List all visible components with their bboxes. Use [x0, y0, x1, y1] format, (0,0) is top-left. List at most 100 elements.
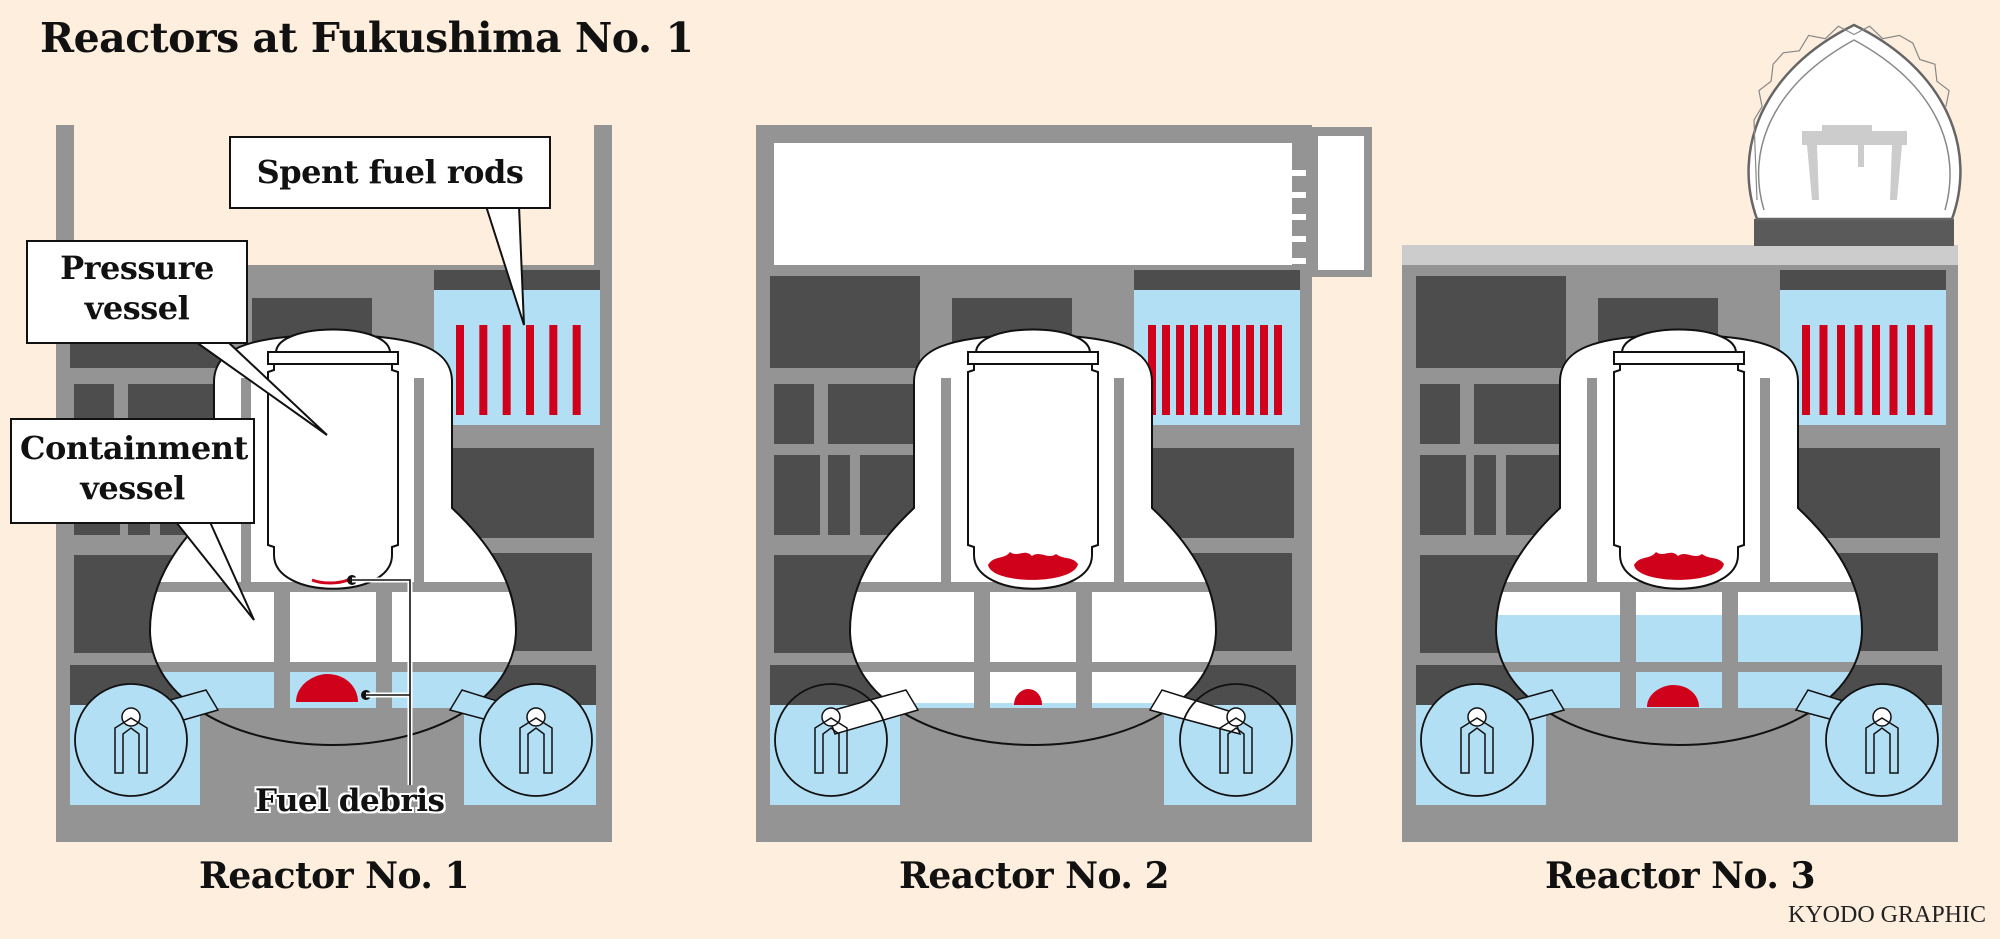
vent-header	[121, 707, 141, 727]
torus	[1179, 683, 1293, 797]
operating-floor	[774, 143, 1292, 265]
suppression-chamber-left	[774, 683, 920, 797]
vent-slot	[1290, 170, 1306, 176]
spent-fuel-rod	[1854, 325, 1863, 415]
floor-grating	[150, 662, 516, 672]
spent-fuel-rod	[1218, 325, 1226, 415]
shield-wall-right	[414, 378, 424, 588]
reactor-1-label: Reactor No. 1	[198, 855, 470, 897]
room	[1134, 448, 1294, 538]
spent-fuel-rod	[1190, 325, 1198, 415]
floor-grating	[1496, 662, 1862, 672]
downcomer	[519, 717, 553, 774]
vent-header	[1226, 707, 1246, 727]
room	[774, 384, 814, 444]
room	[860, 455, 920, 535]
room	[770, 276, 920, 368]
spent-fuel-rod	[1819, 325, 1828, 415]
room	[434, 448, 594, 538]
spent-fuel-rod	[1260, 325, 1268, 415]
pv-flange	[967, 351, 1099, 365]
pv-fuel-debris	[311, 578, 349, 585]
room	[828, 455, 850, 535]
frame-post-right	[594, 125, 612, 270]
frame-post-left	[56, 125, 74, 270]
pv-head	[275, 328, 391, 353]
callout-containment-vessel: Containment vessel	[10, 418, 255, 524]
vent-slot	[1290, 236, 1306, 242]
callout-tail-spent-fuel	[485, 205, 525, 326]
reactor-2	[756, 125, 1372, 842]
dome-base	[1754, 219, 1954, 246]
torus	[774, 683, 888, 797]
pv-fuel-debris	[988, 552, 1078, 580]
downcomer	[114, 717, 148, 774]
downcomer	[1460, 717, 1494, 774]
pv-head	[1621, 328, 1737, 353]
room	[1420, 455, 1466, 535]
side-structure-inner	[1318, 136, 1364, 270]
suppression-chamber-right	[1148, 683, 1293, 797]
spent-fuel-rod	[502, 325, 511, 415]
spent-fuel-rod	[1162, 325, 1170, 415]
downcomer	[1865, 717, 1899, 774]
vent-pipe	[1148, 689, 1242, 736]
room	[1416, 276, 1566, 368]
spent-fuel-rod	[1907, 325, 1915, 415]
vent-slot	[1290, 214, 1306, 220]
pressure-vessel	[967, 363, 1099, 590]
page-title: Reactors at Fukushima No. 1	[40, 14, 694, 62]
spent-fuel-rod	[1872, 325, 1880, 415]
shield-wall-right	[1760, 378, 1770, 588]
torus	[1825, 683, 1939, 797]
callout-spent-fuel-rods: Spent fuel rods	[229, 136, 551, 209]
room	[1474, 455, 1496, 535]
spent-fuel-rod	[479, 325, 488, 415]
callout-tail-containment-vessel	[175, 521, 255, 621]
downcomer	[814, 717, 848, 774]
vent-header	[1467, 707, 1487, 727]
roof-slab	[1402, 245, 1958, 265]
dome-truss	[1753, 25, 1950, 201]
callout-fuel-debris: Fuel debris	[255, 783, 445, 819]
spent-fuel-rod	[1889, 325, 1898, 415]
pv-flange	[1613, 351, 1745, 365]
pressure-vessel	[267, 363, 399, 590]
spent-fuel-rod	[549, 325, 558, 415]
reactor-3-label: Reactor No. 3	[1544, 855, 1816, 897]
vent-header	[821, 707, 841, 727]
downcomer	[1219, 717, 1253, 774]
callout-pressure-vessel: Pressure vessel	[26, 240, 248, 344]
crane-hook	[1858, 145, 1864, 167]
spent-fuel-rod	[1274, 325, 1282, 415]
spent-fuel-rod	[1176, 325, 1184, 415]
spent-fuel-rod	[526, 325, 534, 415]
torus	[74, 683, 188, 797]
pv-fuel-debris	[1634, 552, 1724, 580]
crane-icon	[1802, 125, 1907, 200]
spent-fuel-rod	[1924, 325, 1933, 415]
suppression-chamber-left	[1420, 683, 1566, 797]
callout-tail-pressure-vessel	[195, 341, 328, 436]
pool-cover	[1780, 270, 1946, 290]
shield-wall-left	[941, 378, 951, 588]
shield-wall-right	[1114, 378, 1124, 588]
spent-fuel-rod	[572, 325, 581, 415]
debris-leader-line	[352, 579, 411, 785]
pedestal-fuel-debris	[1014, 689, 1042, 705]
torus	[479, 683, 593, 797]
pedestal-fuel-debris	[1647, 685, 1699, 707]
pool-cover	[1134, 270, 1300, 290]
pressure-vessel	[1613, 363, 1745, 590]
vent-slot	[1290, 192, 1306, 198]
suppression-chamber-right	[448, 683, 593, 797]
suppression-chamber-right	[1794, 683, 1939, 797]
torus	[1420, 683, 1534, 797]
spent-fuel-rod	[1232, 325, 1240, 415]
room	[828, 384, 920, 444]
containment-water	[850, 703, 1216, 710]
spent-fuel-rod	[1246, 325, 1254, 415]
pedestal-wall-right	[1076, 590, 1092, 708]
pedestal-wall-left	[1620, 590, 1636, 708]
